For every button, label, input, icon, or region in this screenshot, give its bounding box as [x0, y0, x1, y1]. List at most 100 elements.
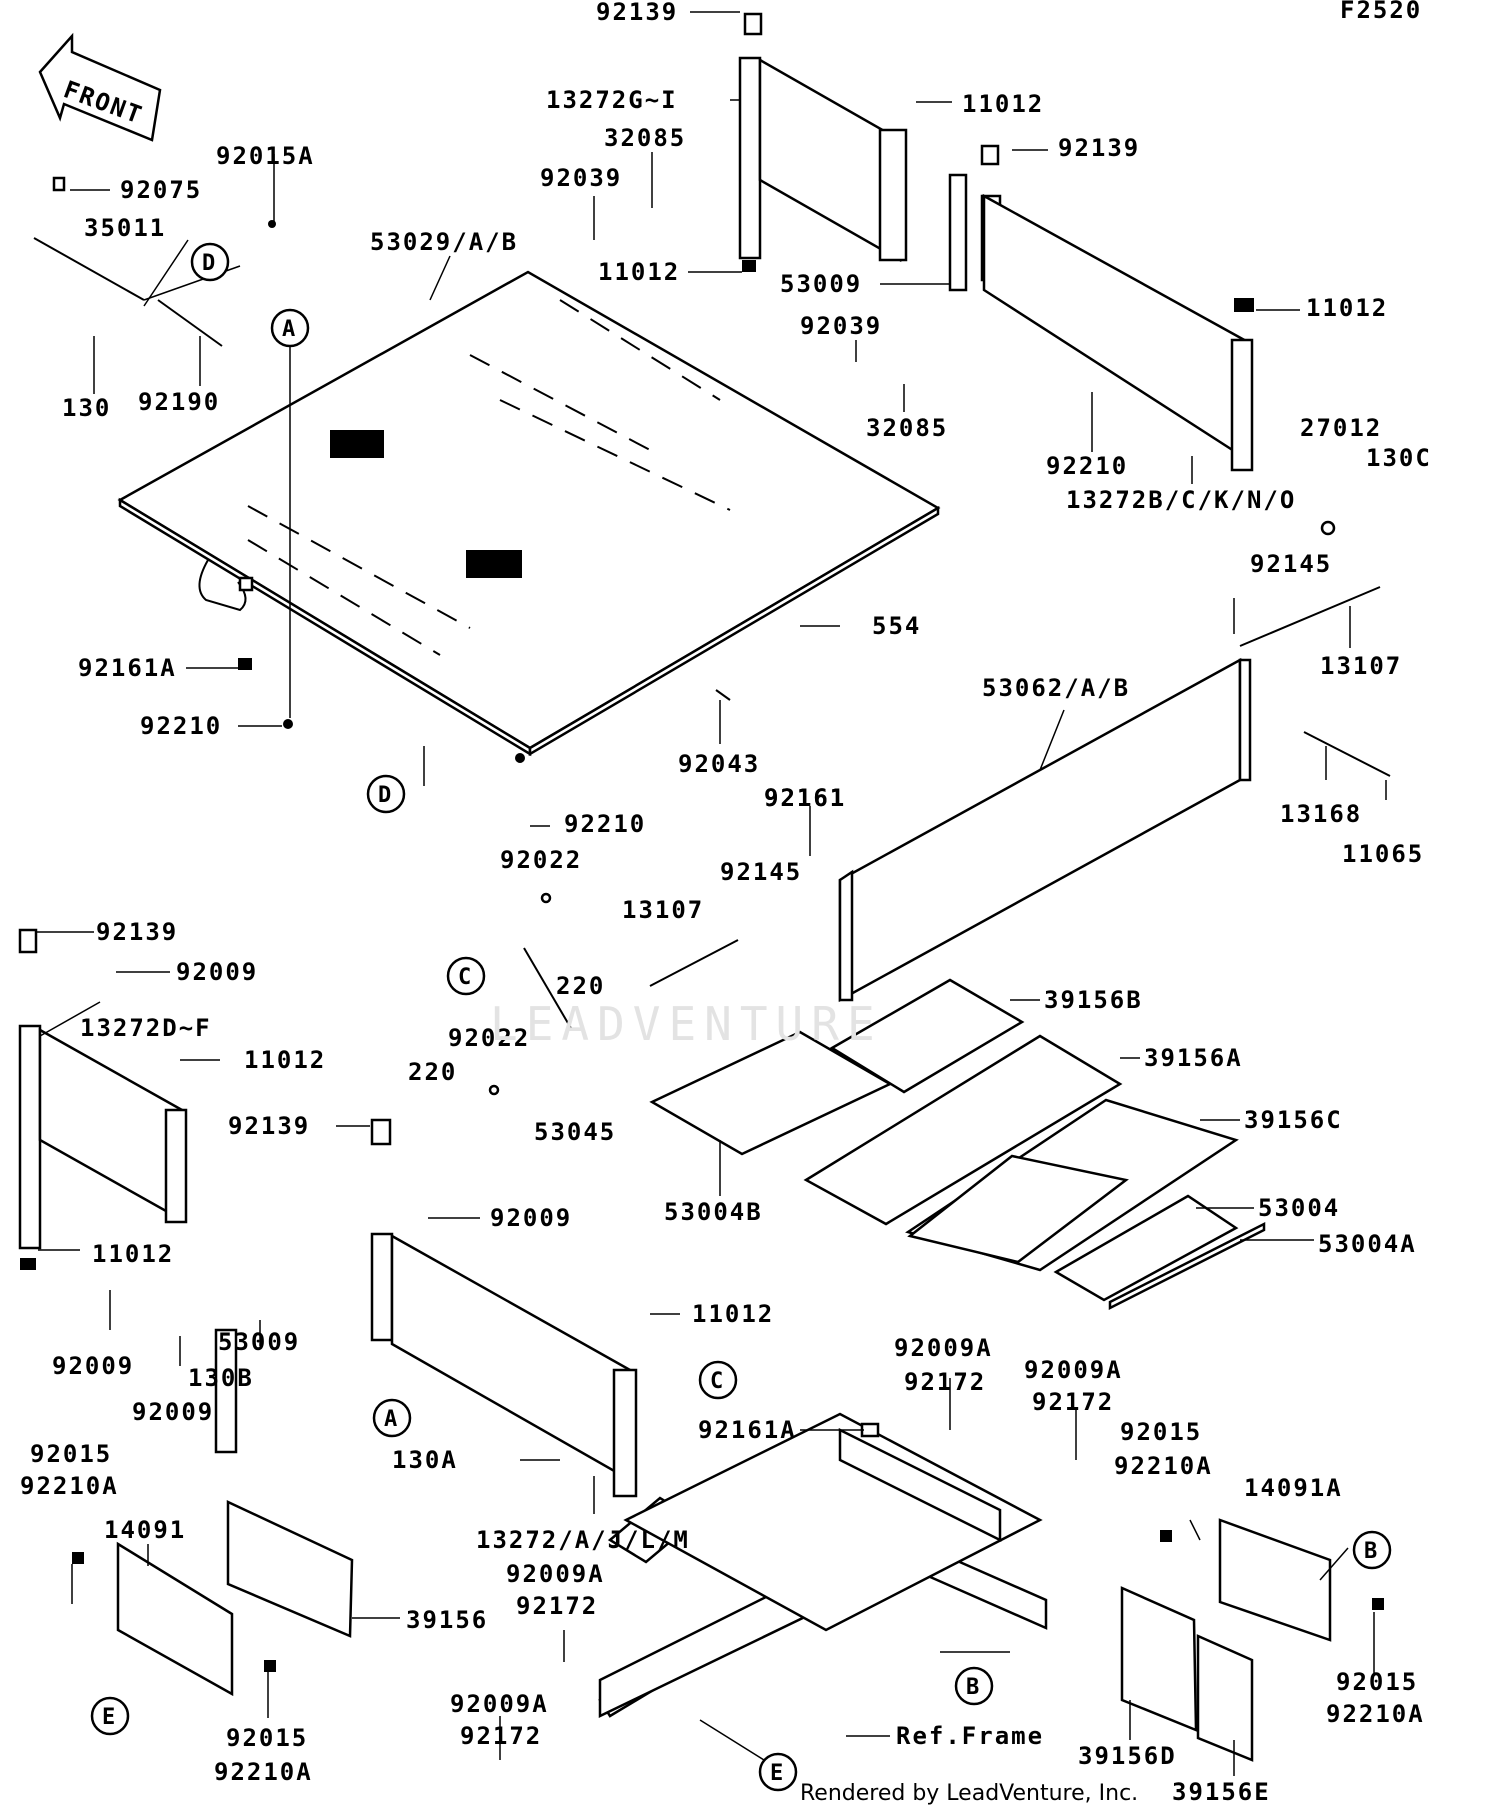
svg-text:A: A	[384, 1407, 397, 1432]
callout-a-1: A	[270, 308, 310, 348]
part-label: 92009A	[1024, 1356, 1123, 1384]
figure-code: F2520	[1340, 0, 1422, 24]
part-label: 220	[408, 1058, 457, 1086]
front-panel-lower	[214, 1118, 638, 1498]
part-label: 92015	[1120, 1418, 1202, 1446]
part-label: 39156A	[1144, 1044, 1243, 1072]
part-label: 39156B	[1044, 986, 1143, 1014]
side-panel-upper	[738, 12, 908, 272]
callout-b-1: B	[954, 1666, 994, 1706]
part-label: 13272B/C/K/N/O	[1066, 486, 1296, 514]
callout-e-1: E	[90, 1696, 130, 1736]
svg-text:C: C	[458, 965, 471, 990]
callout-e-2: E	[758, 1752, 798, 1792]
part-label: 13107	[1320, 652, 1402, 680]
part-label: 92172	[904, 1368, 986, 1396]
part-label: 13107	[622, 896, 704, 924]
svg-text:D: D	[202, 251, 215, 276]
bed-panel	[117, 270, 941, 757]
part-label: 92015	[1336, 1668, 1418, 1696]
callout-a-2: A	[372, 1398, 412, 1438]
side-panel-left	[18, 928, 188, 1270]
part-label: 35011	[84, 214, 166, 242]
part-label: 92161A	[78, 654, 177, 682]
svg-text:A: A	[282, 317, 295, 342]
part-label: 11012	[244, 1046, 326, 1074]
watermark: LEADVENTURE	[490, 997, 883, 1051]
part-label: 92210	[140, 712, 222, 740]
part-label: 92139	[96, 918, 178, 946]
part-label: 11012	[692, 1300, 774, 1328]
bed-mats	[649, 978, 1266, 1311]
part-label: 92009	[176, 958, 258, 986]
part-label: 92022	[448, 1024, 530, 1052]
callout-b-2: B	[1352, 1530, 1392, 1570]
tailgate	[838, 657, 1252, 1003]
part-label: 92039	[540, 164, 622, 192]
part-label: 32085	[604, 124, 686, 152]
part-label: 92210	[1046, 452, 1128, 480]
part-label: 14091A	[1244, 1474, 1343, 1502]
part-label: 39156E	[1172, 1778, 1271, 1806]
part-label: 53004B	[664, 1198, 763, 1226]
side-panel-right	[948, 144, 1254, 472]
part-label: 53004A	[1318, 1230, 1417, 1258]
part-label: 53009	[780, 270, 862, 298]
part-label: 11012	[92, 1240, 174, 1268]
part-label: 92145	[1250, 550, 1332, 578]
part-label: 92015	[30, 1440, 112, 1468]
part-label: 13272G~I	[546, 86, 678, 114]
frame	[598, 1412, 1048, 1718]
callout-c-1: C	[446, 956, 486, 996]
callout-d-1: D	[190, 242, 230, 282]
part-label: 92172	[460, 1722, 542, 1750]
part-label: 92009A	[450, 1690, 549, 1718]
part-label: 14091	[104, 1516, 186, 1544]
part-label: 92039	[800, 312, 882, 340]
part-label: 130B	[188, 1364, 254, 1392]
part-label: 92210A	[20, 1472, 119, 1500]
part-label: 13272/A/J/L/M	[476, 1526, 690, 1554]
part-label: 32085	[866, 414, 948, 442]
part-label: 92172	[516, 1592, 598, 1620]
part-label: 92210A	[214, 1758, 313, 1786]
hardware	[33, 176, 1391, 1438]
part-label: 554	[872, 612, 921, 640]
lower-right-parts	[1120, 1518, 1384, 1762]
part-label: 92210A	[1326, 1700, 1425, 1728]
part-labels: 92139 13272G~I 11012 32085 92039 11012 5…	[20, 0, 1432, 1806]
svg-text:C: C	[710, 1369, 723, 1394]
part-label: 92172	[1032, 1388, 1114, 1416]
part-label: 92043	[678, 750, 760, 778]
part-label: 53004	[1258, 1194, 1340, 1222]
part-label: 11065	[1342, 840, 1424, 868]
part-label: 92022	[500, 846, 582, 874]
footer-credit: Rendered by LeadVenture, Inc.	[800, 1781, 1138, 1806]
part-label: 92210A	[1114, 1452, 1213, 1480]
front-arrow-icon: FRONT	[38, 32, 162, 142]
part-label: 39156C	[1244, 1106, 1343, 1134]
part-label: 13168	[1280, 800, 1362, 828]
part-label: 39156D	[1078, 1742, 1177, 1770]
part-label: 92190	[138, 388, 220, 416]
part-label: 92161	[764, 784, 846, 812]
lower-left-parts	[72, 1500, 354, 1697]
part-label: 220	[556, 972, 605, 1000]
part-label: 92161A	[698, 1416, 797, 1444]
part-label: 92139	[1058, 134, 1140, 162]
part-label: 27012	[1300, 414, 1382, 442]
part-label: 53045	[534, 1118, 616, 1146]
callout-d-2: D	[366, 774, 406, 814]
part-label: 92015	[226, 1724, 308, 1752]
part-label: 92161	[764, 784, 846, 812]
svg-text:B: B	[1364, 1539, 1377, 1564]
part-label: 130C	[1366, 444, 1432, 472]
part-label: 11012	[1306, 294, 1388, 322]
part-label: 53062/A/B	[982, 674, 1130, 702]
part-label: 130	[62, 394, 111, 422]
part-label: 92139	[228, 1112, 310, 1140]
part-label: 53029/A/B	[370, 228, 518, 256]
callout-c-2: C	[698, 1360, 738, 1400]
part-label: 92145	[720, 858, 802, 886]
